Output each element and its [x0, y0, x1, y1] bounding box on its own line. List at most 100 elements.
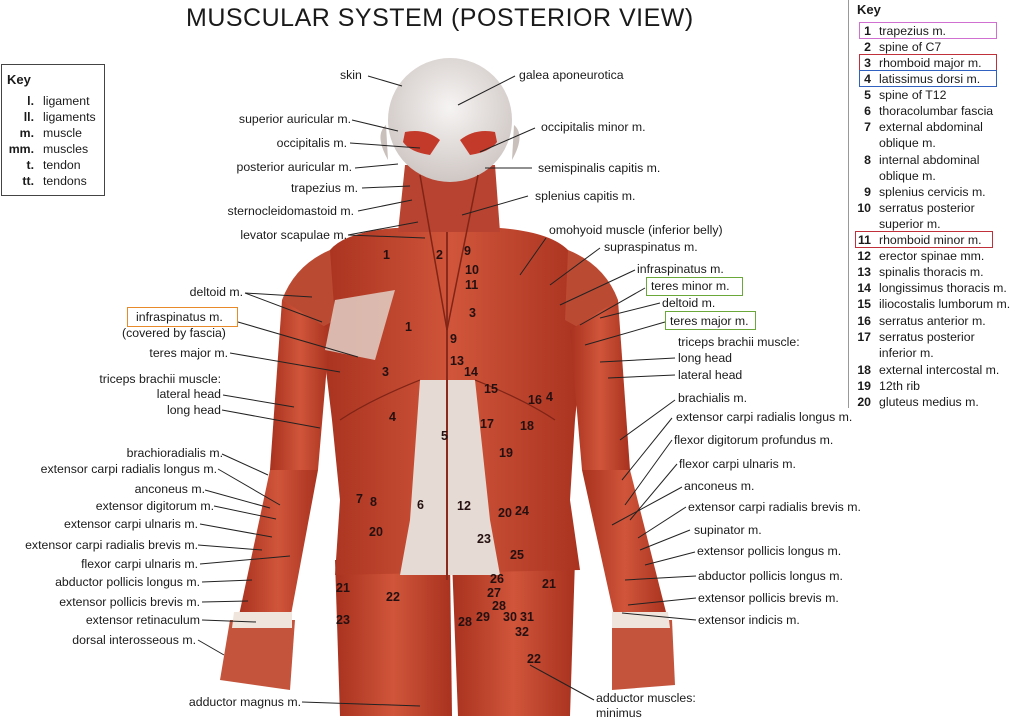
abbr-code: tt. — [22, 174, 34, 188]
figure-number: 7 — [356, 492, 363, 506]
label-anconeus-right: anconeus m. — [684, 479, 755, 493]
key-entry: iliocostalis lumborum m. — [879, 297, 1011, 311]
label-apl-left: abductor pollicis longus m. — [55, 575, 200, 589]
label-posterior-auricular: posterior auricular m. — [236, 160, 353, 174]
label-triceps-lateral-head-right: lateral head — [678, 368, 743, 382]
label-ecrl-left: extensor carpi radialis longus m. — [40, 462, 217, 476]
figure-number: 1 — [383, 248, 390, 262]
label-extensor-digitorum: extensor digitorum m. — [95, 499, 214, 513]
key-number: 5 — [864, 88, 871, 102]
key-number: 9 — [864, 185, 871, 199]
abbr-meaning: muscles — [43, 142, 89, 156]
label-apl-right: abductor pollicis longus m. — [698, 569, 843, 583]
figure-number: 25 — [510, 548, 524, 562]
figure-number: 22 — [386, 590, 400, 604]
abbr-code: mm. — [8, 142, 34, 156]
figure-number: 31 — [520, 610, 534, 624]
highlight-infraspinatus-box — [127, 307, 238, 327]
abbr-meaning: tendon — [43, 158, 81, 172]
label-brachialis: brachialis m. — [678, 391, 748, 405]
key-number: 13 — [857, 265, 871, 279]
label-ecrl-right: extensor carpi radialis longus m. — [676, 410, 853, 424]
back-contour-left — [339, 379, 421, 421]
label-infraspinatus-right: infraspinatus m. — [637, 262, 724, 276]
left-retinaculum — [232, 612, 292, 628]
right-hand — [612, 620, 675, 690]
key-number: 7 — [864, 120, 871, 134]
label-deltoid-right: deltoid m. — [662, 296, 716, 310]
highlight-teres-major-box — [665, 311, 756, 330]
abbr-code: t. — [26, 158, 34, 172]
label-dorsal-interosseous: dorsal interosseous m. — [72, 633, 196, 647]
label-levator-scapulae: levator scapulae m. — [240, 228, 347, 242]
key-entry: spinalis thoracis m. — [879, 265, 984, 279]
figure-number: 23 — [477, 532, 491, 546]
key-entry: gluteus medius m. — [879, 395, 979, 409]
thoracolumbar-fascia — [400, 380, 500, 575]
label-supraspinatus: supraspinatus m. — [604, 240, 698, 254]
key-entry: internal abdominal — [879, 153, 980, 167]
left-hand — [220, 620, 295, 690]
left-infraspinatus-fascia — [325, 290, 395, 360]
label-fdp: flexor digitorum profundus m. — [674, 433, 834, 447]
figure-number: 1 — [405, 320, 412, 334]
label-skin: skin — [340, 68, 362, 82]
label-flexor-carpi-ulnaris-left: flexor carpi ulnaris m. — [81, 557, 198, 571]
label-ecrb-right: extensor carpi radialis brevis m. — [688, 500, 861, 514]
figure-number: 4 — [389, 410, 396, 424]
label-extensor-carpi-ulnaris: extensor carpi ulnaris m. — [64, 517, 198, 531]
label-adductor-magnus: adductor magnus m. — [188, 695, 301, 709]
label-teres-major-right: teres major m. — [670, 314, 749, 328]
key-entry: oblique m. — [879, 136, 936, 150]
label-epl: extensor pollicis longus m. — [697, 544, 842, 558]
key-highlight-latissimus-dorsi — [859, 70, 997, 87]
figure-number: 11 — [465, 278, 479, 292]
key-number: 3 — [864, 56, 871, 70]
label-semispinalis-capitis: semispinalis capitis m. — [538, 161, 661, 175]
label-anconeus-left: anconeus m. — [134, 482, 205, 496]
key-entry: splenius cervicis m. — [879, 185, 986, 199]
label-epb-right: extensor pollicis brevis m. — [698, 591, 839, 605]
figure-number: 21 — [542, 577, 556, 591]
left-ear — [380, 125, 388, 160]
figure-number: 13 — [450, 354, 464, 368]
key-number: 18 — [857, 363, 871, 377]
left-forearm — [238, 470, 318, 620]
figure-number: 10 — [465, 263, 479, 277]
label-occipitalis: occipitalis m. — [276, 136, 347, 150]
numbered-key-title: Key — [857, 2, 881, 17]
figure-number: 3 — [469, 306, 476, 320]
label-triceps-lateral-head-left: lateral head — [156, 387, 221, 401]
figure-number: 6 — [417, 498, 424, 512]
label-epb-left: extensor pollicis brevis m. — [59, 595, 200, 609]
key-entry: serratus anterior m. — [879, 314, 986, 328]
right-forearm — [582, 470, 668, 620]
label-extensor-retinaculum: extensor retinaculum — [85, 613, 200, 627]
label-omohyoid: omohyoid muscle (inferior belly) — [549, 223, 723, 237]
label-supinator: supinator m. — [694, 523, 762, 537]
figure-number: 28 — [492, 599, 506, 613]
key-number: 6 — [864, 104, 871, 118]
label-brachioradialis: brachioradialis m. — [126, 446, 223, 460]
figure-number: 27 — [487, 586, 501, 600]
key-number: 11 — [858, 233, 871, 247]
trapezius-outline — [419, 174, 479, 331]
label-triceps-long-head-right: long head — [678, 351, 733, 365]
figure-number: 19 — [499, 446, 513, 460]
neck — [398, 165, 500, 232]
figure-number: 15 — [484, 382, 498, 396]
figure-number: 22 — [527, 652, 541, 666]
figure-number: 9 — [450, 332, 457, 346]
label-flexor-carpi-ulnaris-right: flexor carpi ulnaris m. — [679, 457, 796, 471]
right-upper-arm — [570, 300, 630, 470]
key-entry: rhomboid minor m. — [879, 233, 982, 247]
label-splenius-capitis: splenius capitis m. — [535, 189, 636, 203]
figure-number: 18 — [520, 419, 534, 433]
right-ear — [512, 125, 520, 160]
key-entry: trapezius m. — [879, 24, 946, 38]
label-galea-aponeurotica: galea aponeurotica — [519, 68, 624, 82]
key-entry: serratus posterior — [879, 201, 975, 215]
key-number: 4 — [864, 72, 871, 86]
abbr-meaning: ligaments — [43, 110, 96, 124]
figure-number: 8 — [370, 495, 377, 509]
